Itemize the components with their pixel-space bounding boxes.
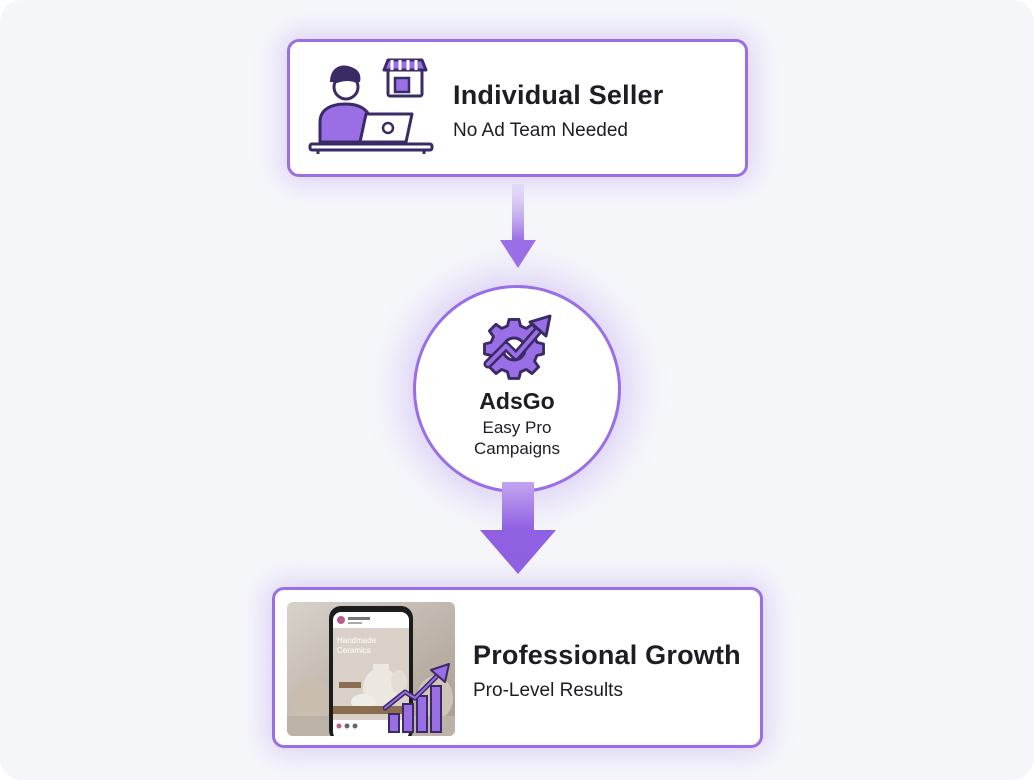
growth-bar-chart-icon: [383, 663, 450, 733]
gear-growth-icon: [483, 314, 552, 380]
node-title: AdsGo: [479, 388, 555, 414]
card-subtitle: No Ad Team Needed: [453, 120, 628, 141]
card-subtitle: Pro-Level Results: [473, 680, 623, 701]
node-subtitle-line1: Easy Pro: [482, 418, 552, 437]
adsgo-node: AdsGo Easy Pro Campaigns: [413, 285, 621, 493]
ceramics-ad-phone-image: Handmade Ceramics: [287, 602, 455, 736]
node-subtitle-line2: Campaigns: [474, 439, 560, 458]
seller-at-laptop-icon: [308, 58, 434, 154]
card-title: Individual Seller: [453, 80, 664, 110]
flow-arrow-down-icon: [500, 184, 536, 268]
post-headline-line2: Ceramics: [337, 646, 371, 655]
card-title: Professional Growth: [473, 640, 741, 670]
storefront-icon: [382, 58, 428, 98]
post-headline-line1: Handmade: [337, 636, 377, 645]
individual-seller-card: Individual Seller No Ad Team Needed: [287, 39, 748, 177]
professional-growth-card: Handmade Ceramics: [272, 587, 763, 748]
flow-arrow-down-bold-icon: [480, 482, 556, 574]
